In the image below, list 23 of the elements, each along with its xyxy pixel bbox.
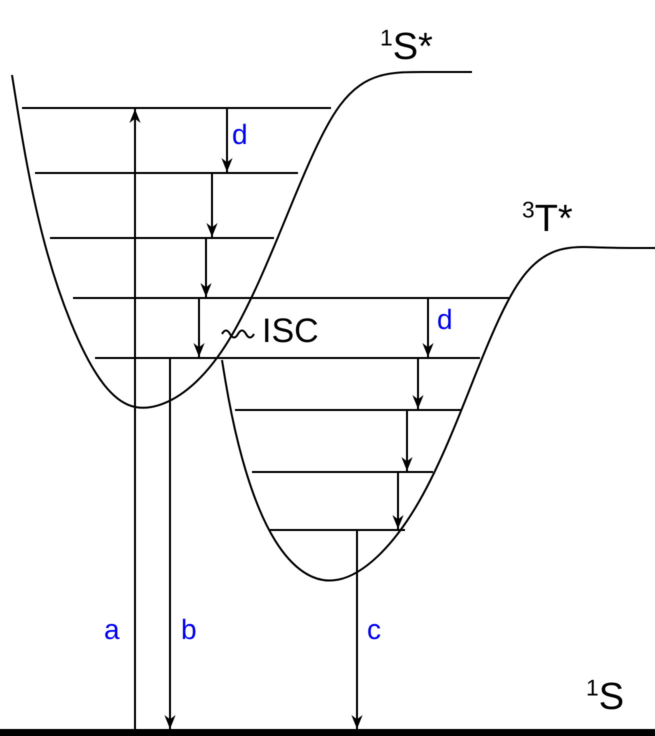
energy-level-line bbox=[73, 297, 510, 299]
arrow bbox=[129, 109, 141, 729]
arrow bbox=[401, 411, 413, 471]
process-label: ISC bbox=[262, 314, 319, 348]
energy-level-line bbox=[95, 357, 480, 359]
state-label: $^{1}$S bbox=[586, 678, 624, 716]
arrow bbox=[392, 473, 404, 529]
arrow bbox=[422, 299, 434, 357]
energy-level-line bbox=[22, 107, 331, 109]
arrow bbox=[164, 359, 176, 729]
energy-level-line bbox=[252, 471, 433, 473]
arrow bbox=[351, 531, 363, 729]
arrow bbox=[193, 299, 205, 357]
arrow bbox=[221, 109, 233, 172]
energy-level-line bbox=[270, 529, 405, 531]
energy-level-line bbox=[50, 237, 274, 239]
state-label: $^{3}$T* bbox=[522, 200, 573, 238]
arrow bbox=[206, 174, 218, 237]
arrow bbox=[412, 359, 424, 409]
energy-level-line bbox=[235, 409, 462, 411]
state-label: $^{1}$S* bbox=[380, 28, 433, 66]
energy-level-line bbox=[35, 172, 298, 174]
arrow bbox=[200, 239, 212, 297]
